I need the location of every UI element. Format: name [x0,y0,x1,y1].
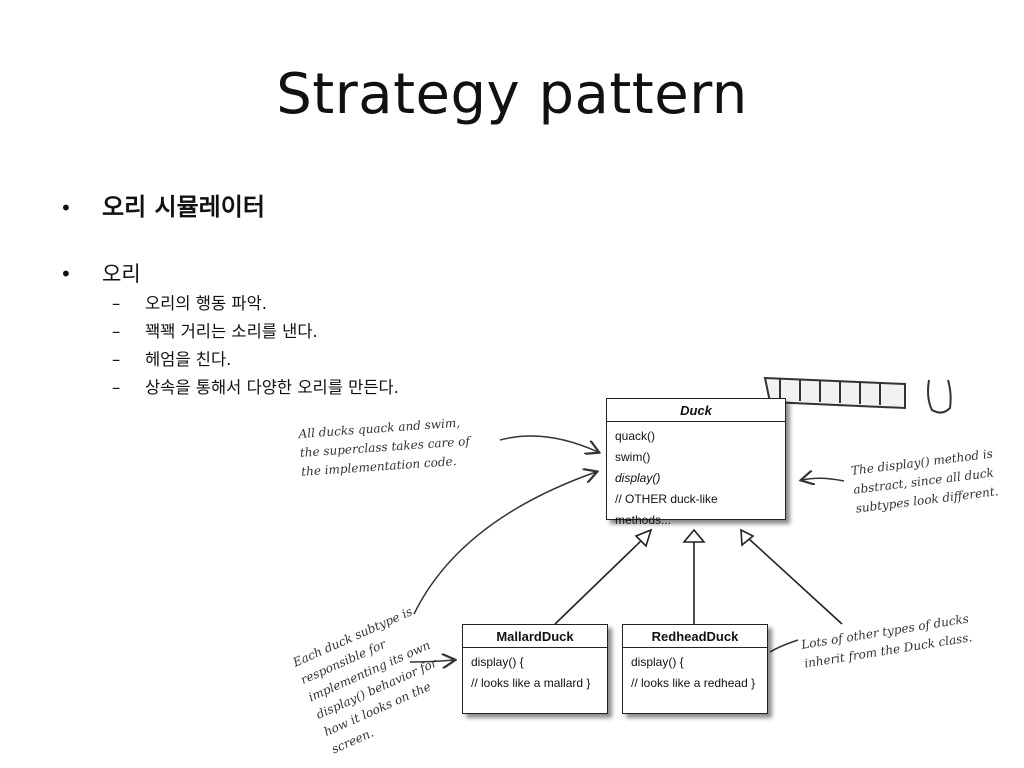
mallard-member-comment: // looks like a mallard } [471,676,591,690]
note-display-abstract: The display() method is abstract, since … [850,446,1000,516]
slide-title: Strategy pattern [276,62,748,127]
sub-bullet-text: 꽥꽥 거리는 소리를 낸다. [145,322,318,341]
duck-member-other: // OTHER duck-like methods... [615,492,718,527]
dash-marker: – [112,378,121,397]
bullet-text: 오리 시뮬레이터 [102,193,265,221]
duck-member-display: display() [615,471,661,485]
mallard-class-name: MallardDuck [463,625,607,648]
dash-marker: – [112,322,121,341]
sub-bullet-item: – 헤엄을 친다. [112,346,231,370]
bullet-item: • 오리 시뮬레이터 [0,187,265,222]
dash-marker: – [112,350,121,369]
note-other-types: Lots of other types of ducks inherit fro… [800,611,974,671]
mallard-class-box: MallardDuck display() { // looks like a … [462,624,608,714]
sub-bullet-text: 헤엄을 친다. [145,350,232,369]
sub-bullet-item: – 오리의 행동 파악. [112,290,267,314]
mallard-member-display: display() { [471,655,524,669]
bullet-text: 오리 [102,262,141,286]
redhead-class-box: RedheadDuck display() { // looks like a … [622,624,768,714]
duck-class-box: Duck quack() swim() display() // OTHER d… [606,398,786,527]
sub-bullet-text: 상속을 통해서 다양한 오리를 만든다. [145,378,399,397]
bullet-item: • 오리 [0,258,141,288]
redhead-member-display: display() { [631,655,684,669]
sub-bullet-item: – 상속을 통해서 다양한 오리를 만든다. [112,374,399,398]
inheritance-arrows [554,528,843,625]
sub-bullet-text: 오리의 행동 파악. [145,294,267,313]
note-subtype-responsible: Each duck subtype is responsible for imp… [290,604,440,757]
duck-member-quack: quack() [615,429,656,443]
sketch-decoration [763,376,952,414]
bullet-marker: • [60,196,72,220]
sub-bullet-item: – 꽥꽥 거리는 소리를 낸다. [112,318,318,342]
duck-class-name: Duck [607,399,785,422]
note-quack-swim: All ducks quack and swim, the superclass… [298,415,471,479]
dash-marker: – [112,294,121,313]
bullet-marker: • [60,262,72,286]
duck-member-swim: swim() [615,450,651,464]
redhead-member-comment: // looks like a redhead } [631,676,756,690]
redhead-class-name: RedheadDuck [623,625,767,648]
